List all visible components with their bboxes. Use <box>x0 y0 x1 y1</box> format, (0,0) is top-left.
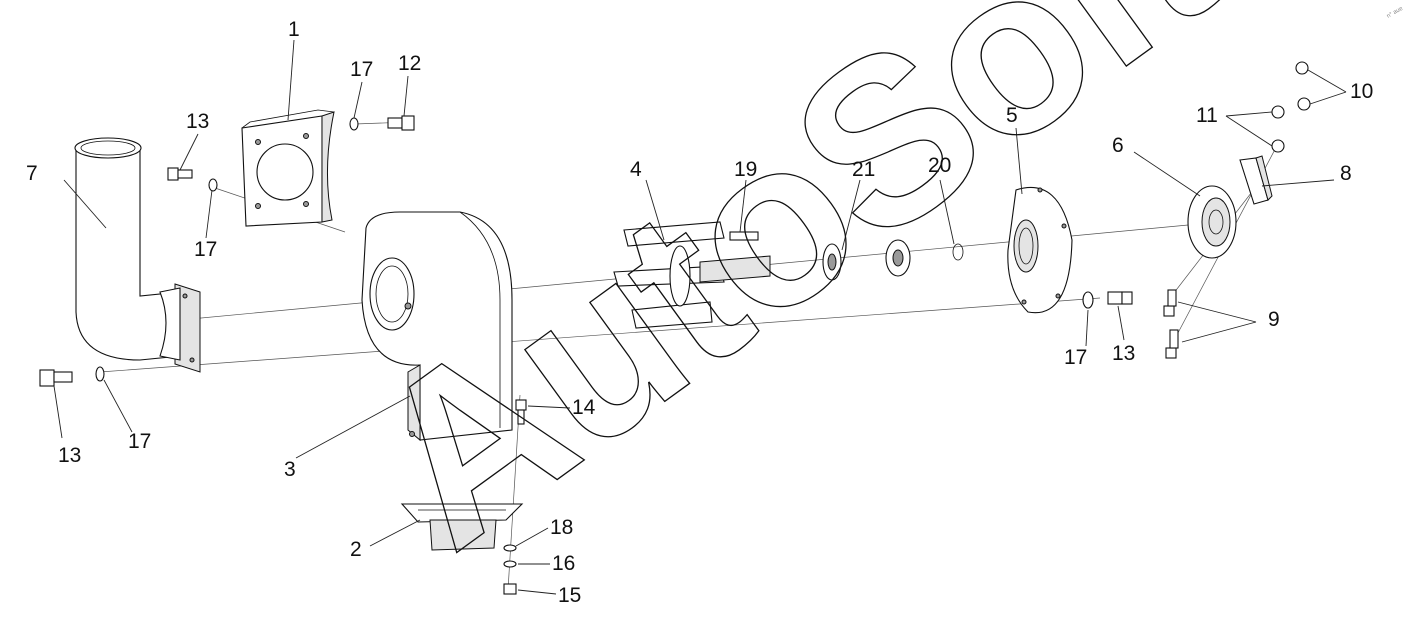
callout-4: 4 <box>630 158 642 181</box>
callout-19: 19 <box>734 158 757 181</box>
volute-housing <box>361 211 513 442</box>
callout-labels: 1 7 13 17 17 12 13 17 3 2 4 19 21 20 5 6… <box>26 18 1373 607</box>
callout-17-right: 17 <box>1064 346 1087 369</box>
washer-17-bottom <box>95 366 105 382</box>
washer-17-right <box>1082 291 1094 309</box>
callout-17-bottom: 17 <box>128 430 151 453</box>
nuts-10 <box>1295 61 1311 111</box>
callout-15: 15 <box>558 584 581 607</box>
washer-17-left <box>208 178 218 192</box>
callout-13-left: 13 <box>58 444 81 467</box>
callout-12: 12 <box>398 52 421 75</box>
callout-9: 9 <box>1268 308 1280 331</box>
callout-6: 6 <box>1112 134 1124 157</box>
bearing-outer <box>885 239 911 277</box>
leader-lines <box>53 39 1347 595</box>
callout-20: 20 <box>928 154 951 177</box>
callout-16: 16 <box>552 552 575 575</box>
bearing-inner <box>822 243 842 281</box>
bearing-cover <box>1007 186 1073 314</box>
callout-17-left: 17 <box>194 238 217 261</box>
washer-16 <box>503 560 517 568</box>
callout-1: 1 <box>288 18 300 41</box>
callout-7: 7 <box>26 162 38 185</box>
bolt-13-left <box>39 369 73 387</box>
callout-13-top: 13 <box>186 110 209 133</box>
corner-mark: n° aue <box>1386 5 1405 19</box>
shaft-key <box>729 231 759 241</box>
callout-21: 21 <box>852 158 875 181</box>
bolt-13-top <box>167 167 193 181</box>
callout-10: 10 <box>1350 80 1373 103</box>
bolt-12 <box>387 115 415 131</box>
callout-13-right: 13 <box>1112 342 1135 365</box>
callout-5: 5 <box>1006 104 1018 127</box>
mounting-bracket <box>241 109 335 227</box>
bolts-9 <box>1163 289 1179 359</box>
callout-3: 3 <box>284 458 296 481</box>
callout-11: 11 <box>1196 104 1218 127</box>
impeller <box>613 221 771 329</box>
callout-2: 2 <box>350 538 362 561</box>
washers-11 <box>1271 105 1285 153</box>
bolt-14 <box>515 399 527 425</box>
washer-18 <box>503 544 517 552</box>
clamp-bracket <box>1239 155 1273 205</box>
pulley <box>1187 185 1237 259</box>
callout-14: 14 <box>572 396 596 419</box>
callout-18: 18 <box>550 516 573 539</box>
bolt-13-right <box>1107 291 1133 305</box>
outlet-flange <box>400 503 524 551</box>
nut-15 <box>503 583 517 595</box>
circlip <box>952 243 964 261</box>
elbow-pipe <box>74 137 201 373</box>
callout-17-top: 17 <box>350 58 373 81</box>
callout-8: 8 <box>1340 162 1352 185</box>
washer-17-top <box>349 117 359 131</box>
